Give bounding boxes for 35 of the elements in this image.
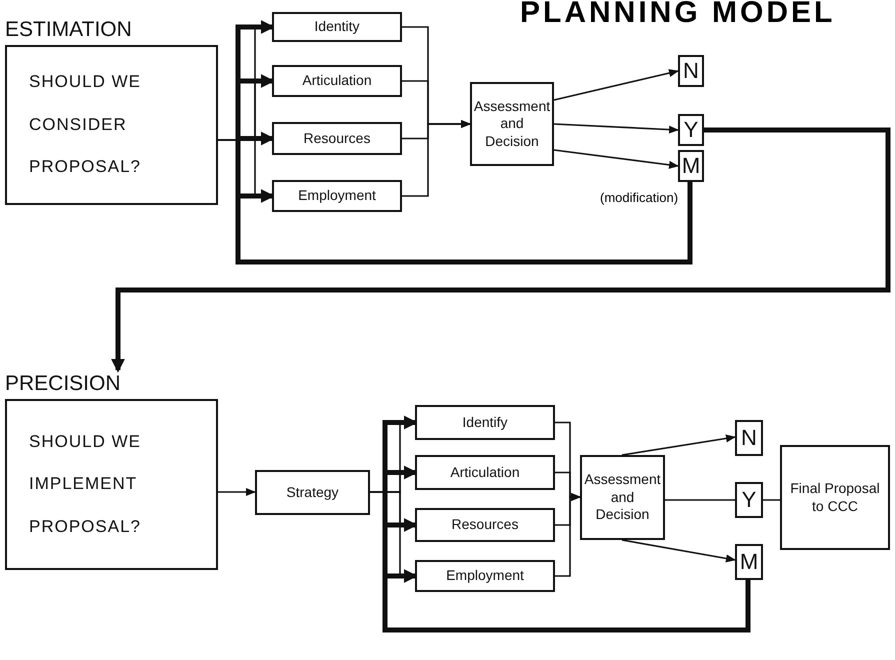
arrow [554,123,679,134]
process-box: Assessment and Decision [580,455,665,540]
question-box: SHOULD WE IMPLEMENT PROPOSAL? [5,399,218,570]
process-box: Strategy [255,470,370,515]
arrow [554,149,679,169]
connector-line [763,499,780,501]
process-box: Final Proposal to CCC [780,445,890,550]
arrow [218,488,256,496]
process-box: Employment [272,180,402,212]
process-box: Articulation [272,65,402,97]
node-note: (modification) [600,190,678,205]
process-box: Identify [415,405,555,440]
process-box: Resources [415,508,555,542]
process-box: Resources [272,122,402,155]
arrow [555,493,581,577]
section-heading: PRECISION [5,372,121,396]
option-box: Y [735,482,763,518]
diagram-title: PLANNING MODEL [520,0,836,30]
arrow [554,69,679,101]
option-box: M [678,150,704,182]
option-box: N [678,55,704,87]
section-heading: ESTIMATION [5,18,132,42]
connector-line [665,499,735,501]
option-box: Y [678,114,704,146]
arrow [622,434,736,456]
process-box: Employment [415,560,555,592]
arrow [622,539,736,562]
process-box: Identity [272,12,402,42]
process-box: Assessment and Decision [470,82,554,166]
option-box: N [735,420,763,456]
question-box: SHOULD WE CONSIDER PROPOSAL? [5,45,218,205]
option-box: M [735,544,763,580]
arrow [402,120,471,197]
feedback-arrow [111,128,890,373]
process-box: Articulation [415,455,555,490]
